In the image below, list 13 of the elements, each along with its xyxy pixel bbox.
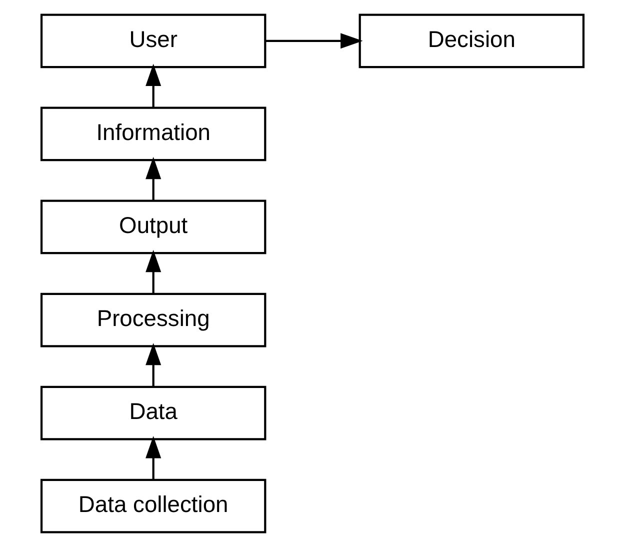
node-box: Data	[40, 386, 266, 440]
node-box: Decision	[358, 14, 584, 68]
arrow	[145, 64, 161, 108]
node-box: User	[40, 14, 266, 68]
arrow	[145, 250, 161, 294]
arrow	[145, 342, 161, 387]
node-box: Information	[40, 106, 266, 162]
node-box: Processing	[40, 292, 266, 348]
arrow	[145, 436, 161, 480]
arrow	[264, 33, 362, 49]
node-box: Data collection	[40, 478, 266, 534]
node-box: Output	[40, 200, 266, 254]
arrow	[145, 156, 161, 201]
